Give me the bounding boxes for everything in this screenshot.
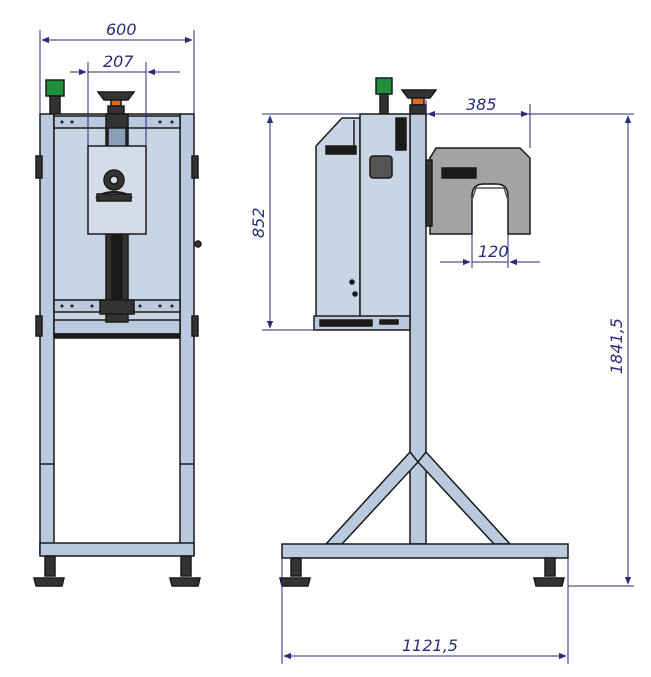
dim-side-head-height: 852 bbox=[249, 207, 268, 238]
green-light-icon bbox=[45, 79, 65, 97]
side-gray-head bbox=[429, 147, 531, 235]
dim-side-base-width: 1121,5 bbox=[402, 636, 458, 655]
dim-side-arm-reach: 385 bbox=[466, 95, 497, 114]
dim-side-gap-width: 120 bbox=[478, 242, 509, 261]
front-feet bbox=[33, 555, 201, 587]
front-base-beam bbox=[39, 542, 195, 557]
machine-logo-icon bbox=[95, 169, 133, 202]
side-green-light-icon bbox=[375, 77, 393, 95]
dim-front-head-width: 207 bbox=[103, 52, 134, 71]
dim-front-width: 600 bbox=[106, 20, 137, 39]
knob-icon bbox=[96, 91, 136, 117]
side-feet bbox=[279, 557, 565, 587]
front-view bbox=[33, 79, 202, 587]
front-dimensions bbox=[39, 30, 195, 146]
side-column bbox=[409, 113, 427, 545]
side-knob-icon bbox=[400, 89, 438, 116]
side-dimensions bbox=[262, 100, 634, 664]
side-view bbox=[279, 77, 569, 587]
dim-side-total-height: 1841,5 bbox=[607, 318, 626, 374]
side-base-beam bbox=[281, 543, 569, 559]
